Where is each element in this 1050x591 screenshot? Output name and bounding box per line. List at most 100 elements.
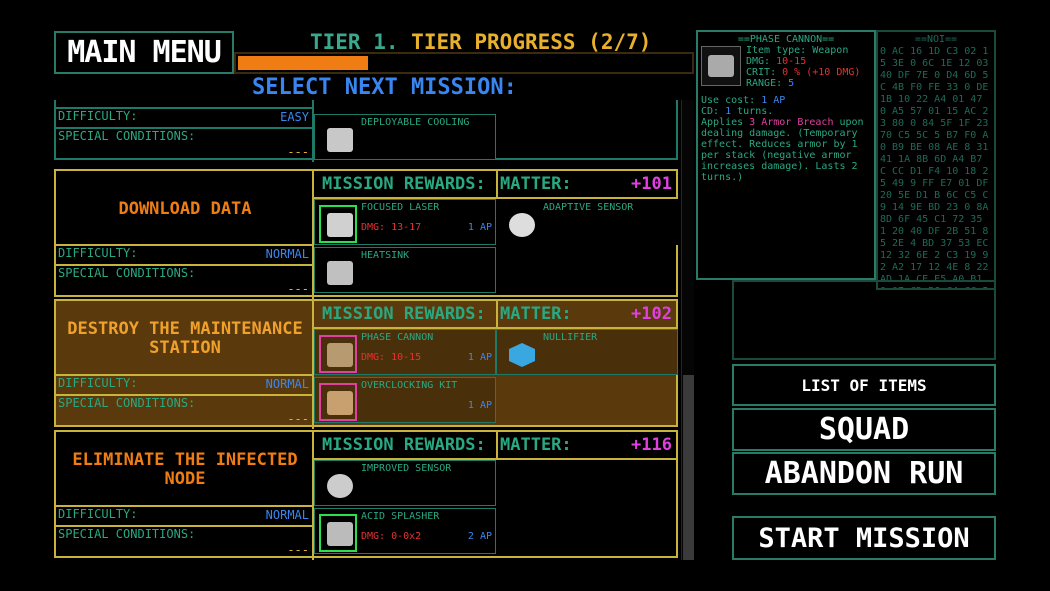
reward-item-overclocking-kit[interactable]: OVERCLOCKING KIT 1 AP [314,377,496,423]
empty-panel [732,280,996,360]
mission-card-partial[interactable]: DIFFICULTY: EASY SPECIAL CONDITIONS: ---… [54,100,678,162]
matter-label: MATTER: [500,304,572,324]
tooltip-title: ==PHASE CANNON== [737,34,835,45]
item-name: HEATSINK [361,250,410,261]
difficulty-label: DIFFICULTY: [58,507,138,521]
matter-label: MATTER: [500,174,572,194]
mission-rewards-label: MISSION REWARDS: [312,301,496,327]
focused-laser-icon [319,205,357,243]
item-damage: DMG: 13-17 [361,222,422,233]
phase-cannon-icon [319,335,357,373]
item-tooltip: ==PHASE CANNON== Item type: Weapon DMG: … [696,30,876,280]
matter-label: MATTER: [500,435,572,455]
tier-progress-bar [234,52,694,74]
special-conditions-label: SPECIAL CONDITIONS: [58,129,196,143]
reward-item-improved-sensor[interactable]: IMPROVED SENSOR [314,460,496,506]
start-mission-button[interactable]: START MISSION [732,516,996,560]
difficulty-value: NORMAL [265,247,309,261]
main-menu-button[interactable]: MAIN MENU [54,31,234,74]
special-conditions-label: SPECIAL CONDITIONS: [58,527,196,541]
special-conditions-row: SPECIAL CONDITIONS: --- [56,127,312,161]
squad-button[interactable]: SQUAD [732,408,996,451]
tier-progress-title: TIER 1. TIER PROGRESS (2/7) [310,30,651,54]
scrollbar-thumb[interactable] [683,375,694,560]
overclocking-kit-icon [319,383,357,421]
mission-name: DOWNLOAD DATA [118,198,252,219]
mission-rewards-label: MISSION REWARDS: [312,432,496,458]
matter-header: MATTER: +102 [496,301,676,327]
special-conditions-row: SPECIAL CONDITIONS: --- [56,525,312,559]
mission-list-scrollbar[interactable] [681,100,694,560]
reward-item-deployable-cooling[interactable]: DEPLOYABLE COOLING [314,114,496,160]
reward-item-acid-splasher[interactable]: ACID SPLASHER DMG: 0-0x2 2 AP [314,508,496,554]
nullifier-icon [501,335,539,373]
difficulty-row: DIFFICULTY: NORMAL [56,505,312,525]
difficulty-row: DIFFICULTY: NORMAL [56,244,312,264]
special-conditions-label: SPECIAL CONDITIONS: [58,266,196,280]
abandon-run-button[interactable]: ABANDON RUN [732,452,996,495]
item-ap-cost: 2 AP [467,531,492,542]
tooltip-item-type: Item type: Weapon [746,45,849,56]
mission-rewards-label: MISSION REWARDS: [312,171,496,197]
item-name: PHASE CANNON [361,332,434,343]
matter-value: +116 [631,435,672,455]
deployable-cooling-icon [319,120,357,158]
phase-cannon-icon [701,46,741,86]
reward-item-heatsink[interactable]: HEATSINK [314,247,496,293]
tooltip-dmg: DMG: 10-15 [746,56,807,67]
special-conditions-value: --- [287,282,309,296]
item-name: IMPROVED SENSOR [361,463,452,474]
item-damage: DMG: 10-15 [361,352,422,363]
tooltip-description: Use cost: 1 AP CD: 1 turns. Applies 3 Ar… [701,95,864,183]
difficulty-value: NORMAL [265,377,309,391]
difficulty-value: EASY [280,110,309,124]
item-name: ACID SPLASHER [361,511,440,522]
item-ap-cost: 1 AP [467,352,492,363]
noise-hex-panel: ==NOI== 0 AC 16 1D C3 02 15 3E 0 6C 1E 1… [876,30,996,290]
difficulty-label: DIFFICULTY: [58,376,138,390]
difficulty-label: DIFFICULTY: [58,109,138,123]
hex-title: ==NOI== [914,34,958,45]
mission-card-download-data[interactable]: DOWNLOAD DATA MISSION REWARDS: MATTER: +… [54,169,678,299]
special-conditions-row: SPECIAL CONDITIONS: --- [56,264,312,298]
difficulty-value: NORMAL [265,508,309,522]
item-name: FOCUSED LASER [361,202,440,213]
list-of-items-button[interactable]: LIST OF ITEMS [732,364,996,406]
improved-sensor-icon [319,466,357,504]
mission-name: DESTROY THE MAINTENANCE STATION [67,319,303,358]
item-name: DEPLOYABLE COOLING [361,117,470,128]
mission-card-eliminate-infected-node[interactable]: ELIMINATE THE INFECTED NODE MISSION REWA… [54,430,678,560]
matter-value: +102 [631,304,672,324]
difficulty-row: DIFFICULTY: NORMAL [56,374,312,394]
reward-item-phase-cannon[interactable]: PHASE CANNON DMG: 10-15 1 AP [314,329,496,375]
tier-label: TIER 1. [310,30,399,54]
reward-item-nullifier[interactable]: NULLIFIER [496,329,678,375]
tier-progress-label: TIER PROGRESS (2/7) [411,30,652,54]
tier-progress-fill [238,56,369,70]
difficulty-row: DIFFICULTY: EASY [56,107,312,127]
special-conditions-value: --- [287,145,309,159]
mission-name: ELIMINATE THE INFECTED NODE [72,450,298,489]
item-ap-cost: 1 AP [467,400,492,411]
heatsink-icon [319,253,357,291]
reward-item-adaptive-sensor[interactable]: ADAPTIVE SENSOR [496,199,678,245]
special-conditions-value: --- [287,543,309,557]
matter-header: MATTER: +101 [496,171,676,197]
item-name: ADAPTIVE SENSOR [543,202,634,213]
special-conditions-value: --- [287,412,309,426]
hex-text: 0 AC 16 1D C3 02 15 3E 0 6C 1E 12 03 40 … [880,46,989,288]
item-ap-cost: 1 AP [467,222,492,233]
adaptive-sensor-icon [501,205,539,243]
matter-value: +101 [631,174,672,194]
matter-header: MATTER: +116 [496,432,676,458]
difficulty-label: DIFFICULTY: [58,246,138,260]
tooltip-range: RANGE: 5 [746,78,795,89]
mission-card-destroy-maintenance-station[interactable]: DESTROY THE MAINTENANCE STATION MISSION … [54,299,678,429]
item-name: NULLIFIER [543,332,598,343]
item-damage: DMG: 0-0x2 [361,531,422,542]
special-conditions-row: SPECIAL CONDITIONS: --- [56,394,312,428]
acid-splasher-icon [319,514,357,552]
special-conditions-label: SPECIAL CONDITIONS: [58,396,196,410]
mission-list[interactable]: DIFFICULTY: EASY SPECIAL CONDITIONS: ---… [54,100,678,560]
reward-item-focused-laser[interactable]: FOCUSED LASER DMG: 13-17 1 AP [314,199,496,245]
